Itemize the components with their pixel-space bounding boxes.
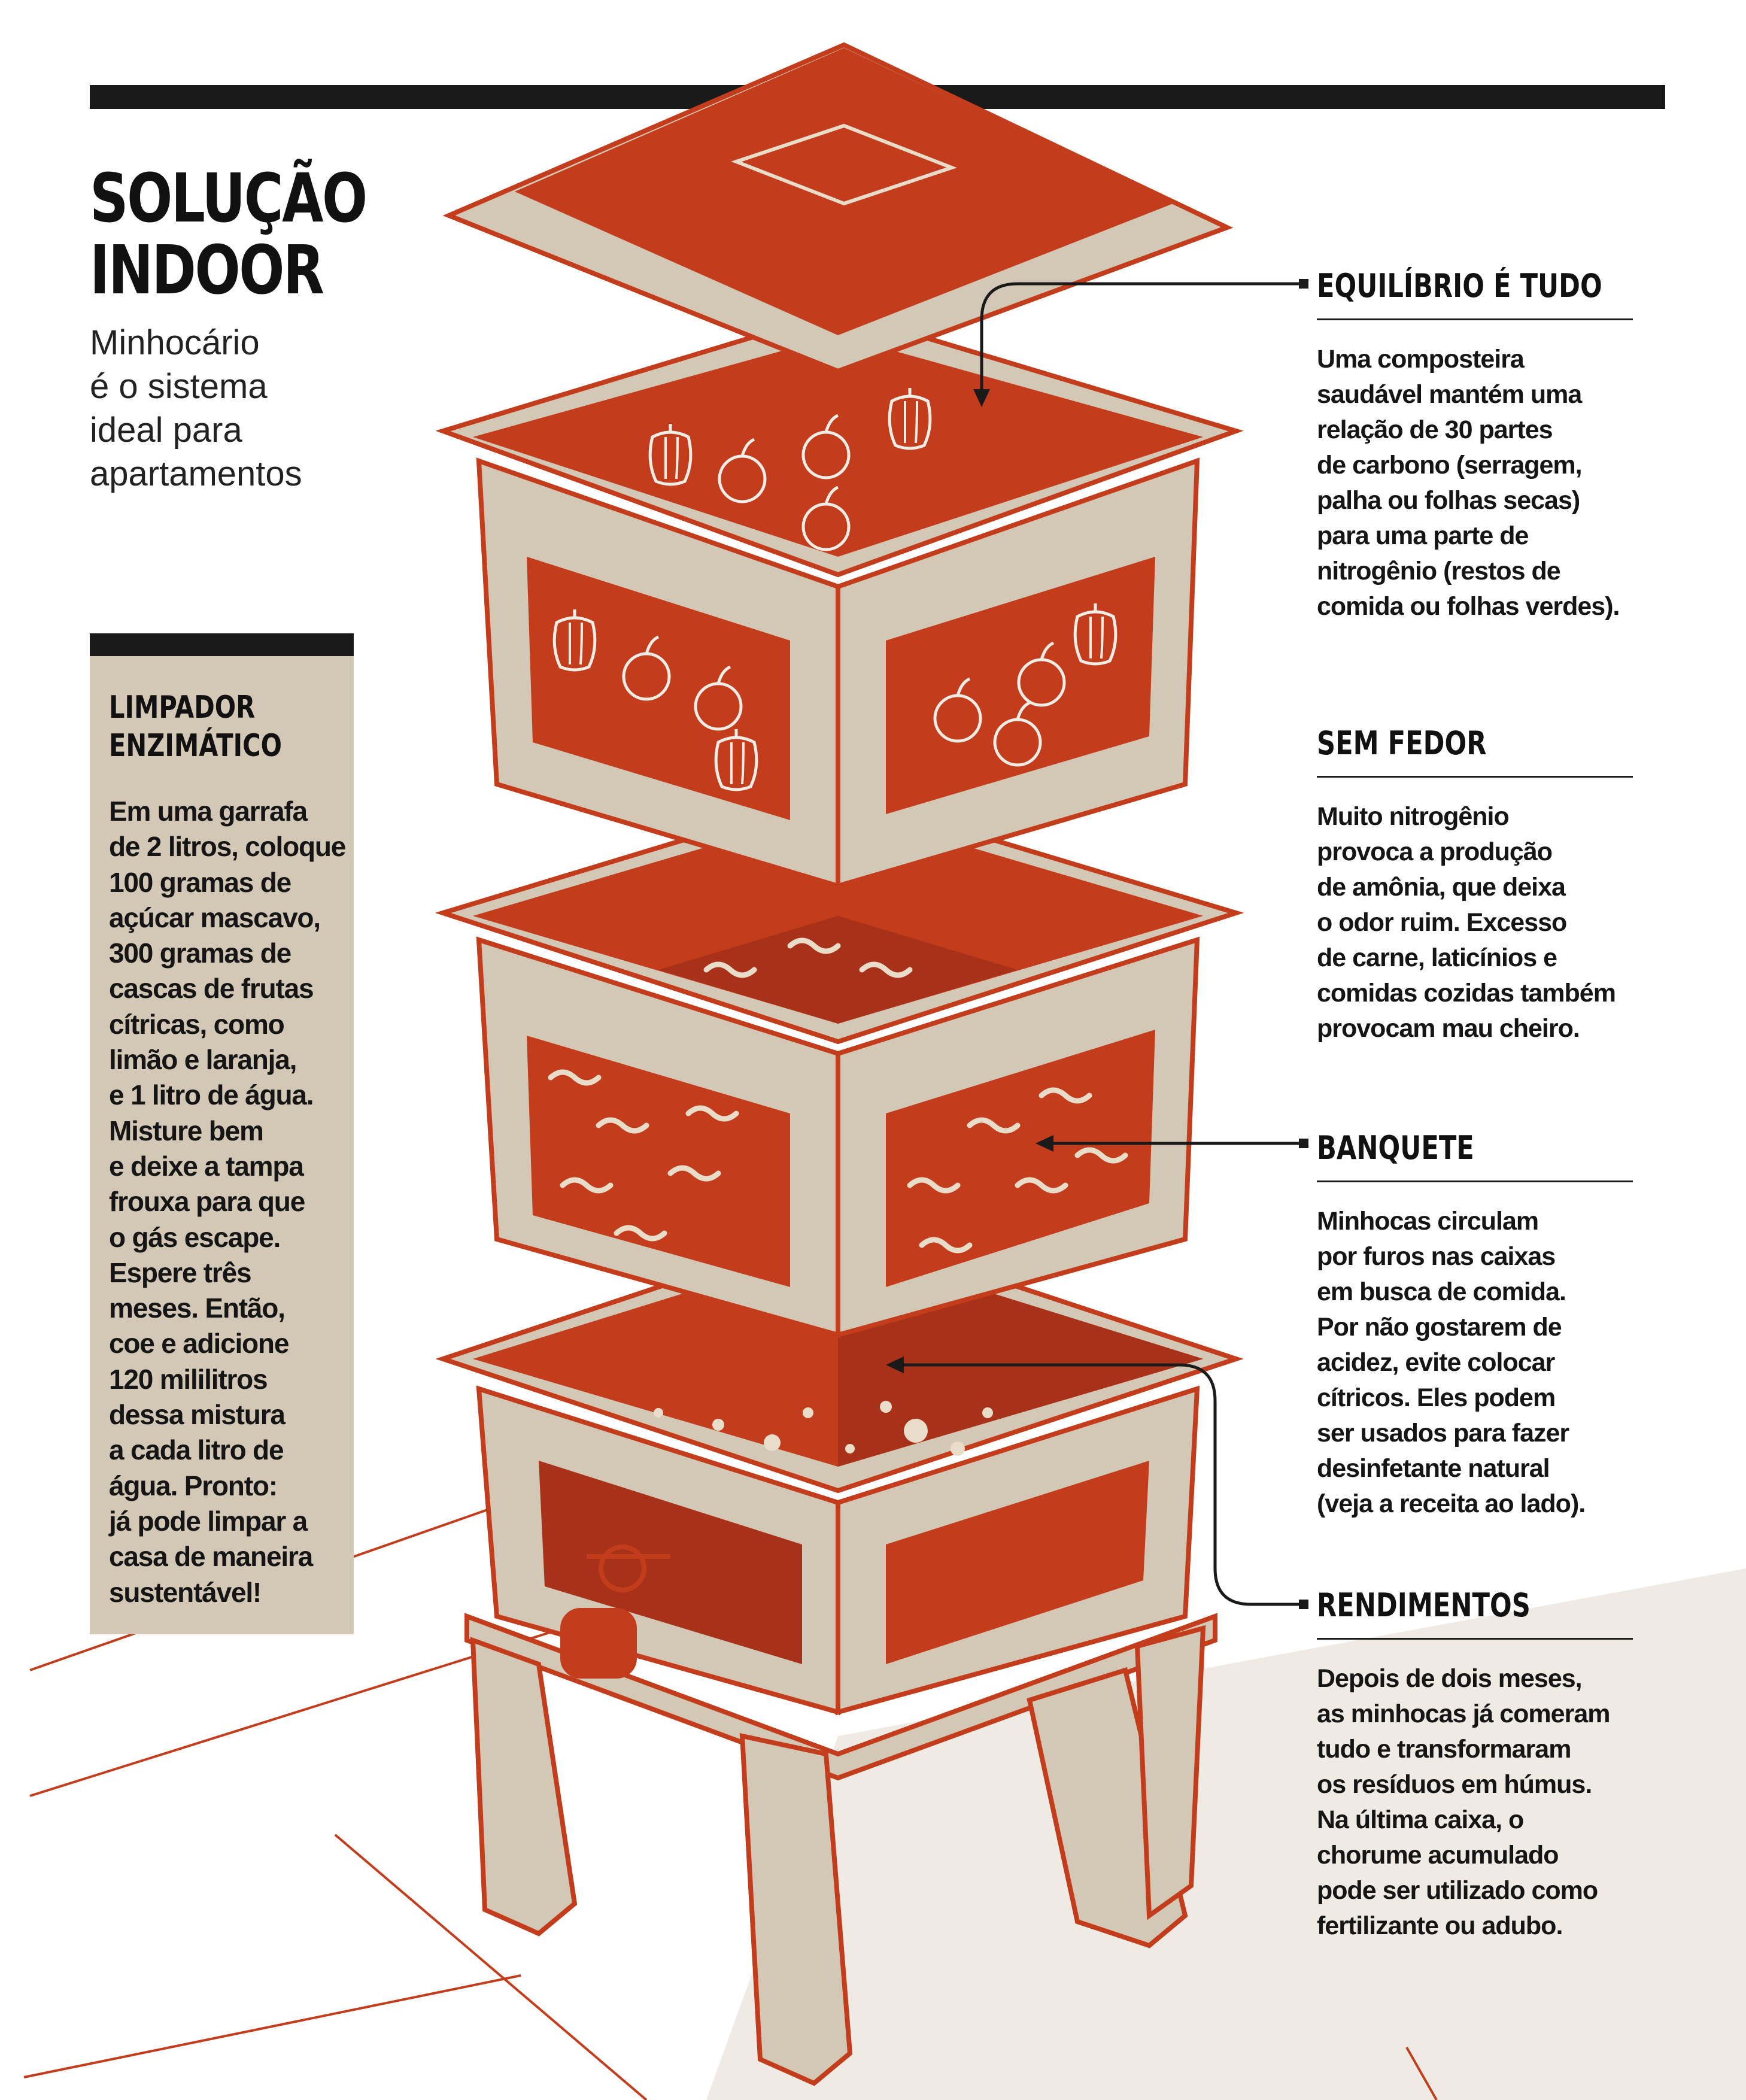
annotation-body: Depois de dois meses, as minhocas já come… <box>1317 1661 1633 1944</box>
annotation-body-line: de amônia, que deixa <box>1317 873 1566 902</box>
annotation-body-line: chorume acumulado <box>1317 1841 1559 1870</box>
annotation-body-line: provocam mau cheiro. <box>1317 1014 1580 1043</box>
floor-shadow <box>706 1568 1746 2100</box>
sidebar-body-line: o gás escape. <box>109 1221 281 1253</box>
annotation-body-line: fertilizante ou adubo. <box>1317 1911 1563 1940</box>
annotation-body-line: acidez, evite colocar <box>1317 1348 1555 1377</box>
annotation-body: Uma composteira saudável mantém uma relaçã… <box>1317 342 1633 624</box>
annotation-body-line: em busca de comida. <box>1317 1277 1566 1306</box>
middle-box <box>435 790 1244 1339</box>
sidebar-body-line: meses. Então, <box>109 1292 286 1324</box>
sidebar-body-line: açúcar mascavo, <box>109 902 321 933</box>
sidebar-body-line: limão e laranja, <box>109 1044 297 1076</box>
sidebar-body-line: de 2 litros, coloque <box>109 831 346 863</box>
annotation-body: Muito nitrogênio provoca a produção de amô… <box>1317 799 1633 1046</box>
annotation-body-line: Na última caixa, o <box>1317 1805 1524 1834</box>
sidebar-body-line: coe e adicione <box>109 1328 289 1359</box>
main-title: SOLUÇÃO INDOOR <box>90 160 368 309</box>
annotation-rule <box>1317 318 1633 320</box>
top-box <box>435 308 1244 890</box>
annotation-body-line: Uma composteira <box>1317 345 1525 374</box>
annotation-banquet: BANQUETE Minhocas circulam por furos nas … <box>1317 1129 1633 1522</box>
annotation-body-line: Por não gostarem de <box>1317 1313 1562 1342</box>
annotation-body-line: Muito nitrogênio <box>1317 802 1510 831</box>
sidebar-body-line: e 1 litro de água. <box>109 1079 314 1111</box>
sidebar-body-line: sustentável! <box>109 1576 262 1608</box>
annotation-balance: EQUILÍBRIO É TUDO Uma composteira saudáve… <box>1317 267 1633 624</box>
sidebar-body-line: cascas de frutas <box>109 973 314 1005</box>
sidebar-body-line: e deixe a tampa <box>109 1150 304 1182</box>
subtitle: Minhocário é o sistema ideal para aparta… <box>90 321 302 496</box>
annotation-yield: RENDIMENTOS Depois de dois meses, as minh… <box>1317 1586 1633 1944</box>
annotation-body-line: o odor ruim. Excesso <box>1317 908 1567 937</box>
stand <box>464 1613 1217 2086</box>
sidebar-body-line: já pode limpar a <box>109 1505 308 1537</box>
subtitle-line: ideal para <box>90 411 242 450</box>
annotation-body: Minhocas circulam por furos nas caixas em … <box>1317 1204 1633 1522</box>
bottom-box <box>435 1224 1244 1716</box>
annotation-body-line: nitrogênio (restos de <box>1317 557 1561 585</box>
annotation-title: EQUILÍBRIO É TUDO <box>1317 267 1602 305</box>
annotation-body-line: os resíduos em húmus. <box>1317 1770 1592 1799</box>
title-line: SOLUÇÃO <box>90 160 368 238</box>
sidebar-heading-line: LIMPADOR <box>109 690 256 726</box>
sidebar-body-line: frouxa para que <box>109 1186 305 1218</box>
annotation-body-line: desinfetante natural <box>1317 1454 1550 1483</box>
leader-dots <box>1299 279 1308 1609</box>
annotation-body-line: comidas cozidas também <box>1317 979 1616 1007</box>
annotation-body-line: as minhocas já comeram <box>1317 1700 1610 1728</box>
sidebar-body-line: cítricas, como <box>109 1008 285 1040</box>
annotation-rule <box>1317 776 1633 778</box>
annotation-rule <box>1317 1638 1633 1640</box>
subtitle-line: é o sistema <box>90 367 268 406</box>
sidebar-body-line: 300 gramas de <box>109 937 291 969</box>
annotation-body-line: provoca a produção <box>1317 837 1553 866</box>
sidebar-body-line: Em uma garrafa <box>109 796 308 827</box>
leader-arrowheads <box>886 389 1053 1373</box>
annotation-body-line: cítricos. Eles podem <box>1317 1383 1556 1412</box>
sidebar-heading-line: ENZIMÁTICO <box>109 728 282 764</box>
annotation-body-line: ser usados para fazer <box>1317 1419 1569 1447</box>
annotation-body-line: tudo e transformaram <box>1317 1735 1571 1764</box>
annotation-body-line: para uma parte de <box>1317 521 1529 550</box>
annotation-rule <box>1317 1181 1633 1182</box>
sidebar-body-line: Espere três <box>109 1257 252 1288</box>
enzymatic-cleaner-sidebar: LIMPADOR ENZIMÁTICO Em uma garrafa de 2 l… <box>90 633 354 1634</box>
annotation-title: SEM FEDOR <box>1317 724 1487 762</box>
annotation-body-line: saudável mantém uma <box>1317 380 1582 409</box>
annotation-body-line: relação de 30 partes <box>1317 415 1553 444</box>
sidebar-body-line: casa de maneira <box>109 1541 313 1573</box>
subtitle-line: Minhocário <box>90 323 260 362</box>
sidebar-body-line: 100 gramas de <box>109 866 291 898</box>
sidebar-body-line: Misture bem <box>109 1115 264 1146</box>
leader-lines <box>892 282 1299 1606</box>
annotation-body-line: (veja a receita ao lado). <box>1317 1489 1586 1518</box>
annotation-body-line: Minhocas circulam <box>1317 1207 1539 1236</box>
annotation-body-line: de carbono (serragem, <box>1317 451 1583 480</box>
annotation-body-line: Depois de dois meses, <box>1317 1664 1583 1693</box>
sidebar-heading: LIMPADOR ENZIMÁTICO <box>109 688 282 765</box>
annotation-body-line: pode ser utilizado como <box>1317 1876 1598 1905</box>
annotation-no-smell: SEM FEDOR Muito nitrogênio provoca a prod… <box>1317 724 1633 1046</box>
annotation-body-line: palha ou folhas secas) <box>1317 486 1580 515</box>
annotation-body-line: comida ou folhas verdes). <box>1317 592 1620 621</box>
subtitle-line: apartamentos <box>90 454 302 493</box>
annotation-title: BANQUETE <box>1317 1129 1474 1167</box>
title-line: INDOOR <box>90 232 324 309</box>
lid <box>442 42 1234 374</box>
annotation-title: RENDIMENTOS <box>1317 1586 1531 1624</box>
sidebar-top-bar <box>90 633 354 656</box>
annotation-body-line: por furos nas caixas <box>1317 1242 1556 1271</box>
sidebar-body-line: água. Pronto: <box>109 1470 278 1501</box>
annotation-body-line: de carne, laticínios e <box>1317 943 1557 972</box>
sidebar-body-line: a cada litro de <box>109 1434 284 1466</box>
sidebar-body-line: 120 mililitros <box>109 1363 268 1395</box>
sidebar-body-line: dessa mistura <box>109 1399 286 1431</box>
